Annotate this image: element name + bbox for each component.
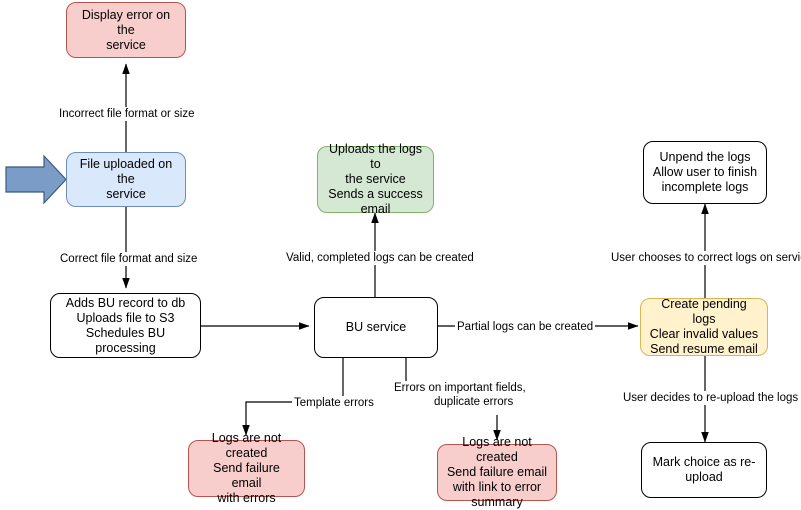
edge-label-correct-format: Correct file format and size [58,252,200,266]
edge-label-user-corrects: User chooses to correct logs on service [609,251,801,265]
line: service [106,37,146,52]
node-display-error-text: Display error on the service [67,8,185,53]
node-logs-not-created-summary[interactable]: Logs are not created Send failure email … [437,435,557,509]
edge-label-important-field-errors-line1: Errors on important fields, [392,381,528,395]
edge-label-partial-logs: Partial logs can be created [455,320,596,334]
line: Schedules BU processing [85,325,166,355]
node-uploads-logs-text: Uploads the logs to the service Sends a … [318,142,433,217]
line: Adds BU record to db [65,295,186,310]
line: Uploads the logs to [328,142,423,171]
line: Logs are not created [211,431,282,460]
line: Unpend the logs [659,150,751,164]
node-file-uploaded[interactable]: File uploaded on the service [66,152,186,207]
line: Sends a success [328,187,423,201]
line: Create pending logs [661,297,747,326]
line: with errors [217,491,276,505]
line: Send failure email [446,465,548,479]
node-bu-service-text: BU service [338,320,414,335]
edge-label-incorrect-format: Incorrect file format or size [57,107,197,121]
line: service [106,187,146,201]
line: Allow user to finish [652,165,758,179]
node-adds-bu-record-text: Adds BU record to db Uploads file to S3 … [51,296,200,356]
node-bu-service[interactable]: BU service [314,297,438,358]
node-mark-choice-reupload[interactable]: Mark choice as re- upload [641,442,767,498]
edge-label-user-reuploads: User decides to re-upload the logs [621,391,801,405]
line: Send failure email [213,461,280,490]
line: incomplete logs [661,180,749,194]
line: Send resume email [650,342,758,356]
node-mark-choice-reupload-text: Mark choice as re- upload [645,455,764,485]
line: Mark choice as re- [652,455,756,469]
line: Logs are not created [462,435,532,464]
node-file-uploaded-text: File uploaded on the service [67,157,185,202]
node-unpend-logs-text: Unpend the logs Allow user to finish inc… [645,150,765,195]
line: the service [345,172,406,186]
edge-label-valid-logs: Valid, completed logs can be created [284,251,476,265]
line: summary [471,495,523,509]
line: Display error on the [81,7,171,37]
line: Clear invalid values [649,327,759,341]
node-adds-bu-record[interactable]: Adds BU record to db Uploads file to S3 … [50,293,201,358]
line: with link to error [452,480,542,494]
line: upload [685,470,723,484]
node-unpend-logs[interactable]: Unpend the logs Allow user to finish inc… [643,141,767,204]
node-display-error[interactable]: Display error on the service [66,2,186,58]
node-logs-not-created-summary-text: Logs are not created Send failure email … [438,435,556,510]
node-create-pending-logs[interactable]: Create pending logs Clear invalid values… [640,297,768,357]
line: File uploaded on the [79,157,173,186]
line: BU service [345,320,407,334]
line: email [360,202,391,216]
node-create-pending-logs-text: Create pending logs Clear invalid values… [641,297,767,357]
entry-block-arrow [5,154,67,205]
edge-label-important-field-errors-line2: duplicate errors [432,395,516,409]
line: Uploads file to S3 [76,310,175,325]
node-uploads-logs[interactable]: Uploads the logs to the service Sends a … [317,142,434,216]
node-logs-not-created-errors[interactable]: Logs are not created Send failure email … [188,431,305,505]
edge-label-template-errors: Template errors [292,396,376,410]
node-logs-not-created-errors-text: Logs are not created Send failure email … [189,431,304,506]
